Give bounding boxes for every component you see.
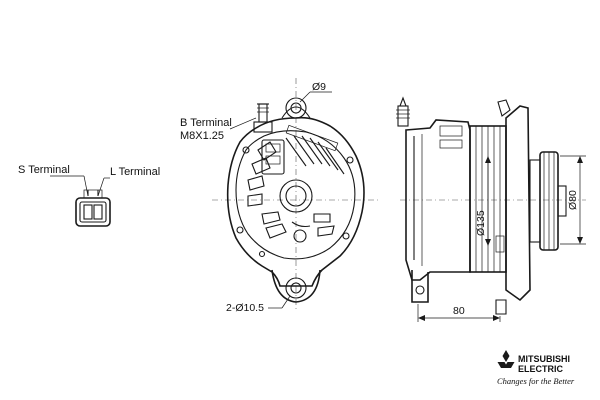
s-terminal-label: S Terminal [18, 164, 70, 176]
body-diameter-dimension: Ø135 [475, 210, 487, 236]
hole-bottom-dimension: 2-Ø10.5 [226, 302, 264, 314]
b-terminal-thread: M8X1.25 [180, 130, 224, 142]
l-terminal-label: L Terminal [110, 166, 160, 178]
brand-tagline: Changes for the Better [497, 376, 575, 386]
b-terminal-label: B Terminal [180, 117, 232, 129]
three-diamond-logo-icon [497, 350, 515, 368]
pulley-diameter-dimension: Ø80 [567, 190, 579, 210]
terminal-connector-icon [75, 189, 111, 227]
brand-name-line2: ELECTRIC [518, 364, 564, 374]
hole-top-dimension: Ø9 [312, 81, 326, 93]
alternator-side-view [396, 96, 586, 315]
brand-name-line1: MITSUBISHI [518, 354, 570, 364]
alternator-front-view [212, 78, 380, 312]
length-dimension: 80 [453, 305, 465, 317]
